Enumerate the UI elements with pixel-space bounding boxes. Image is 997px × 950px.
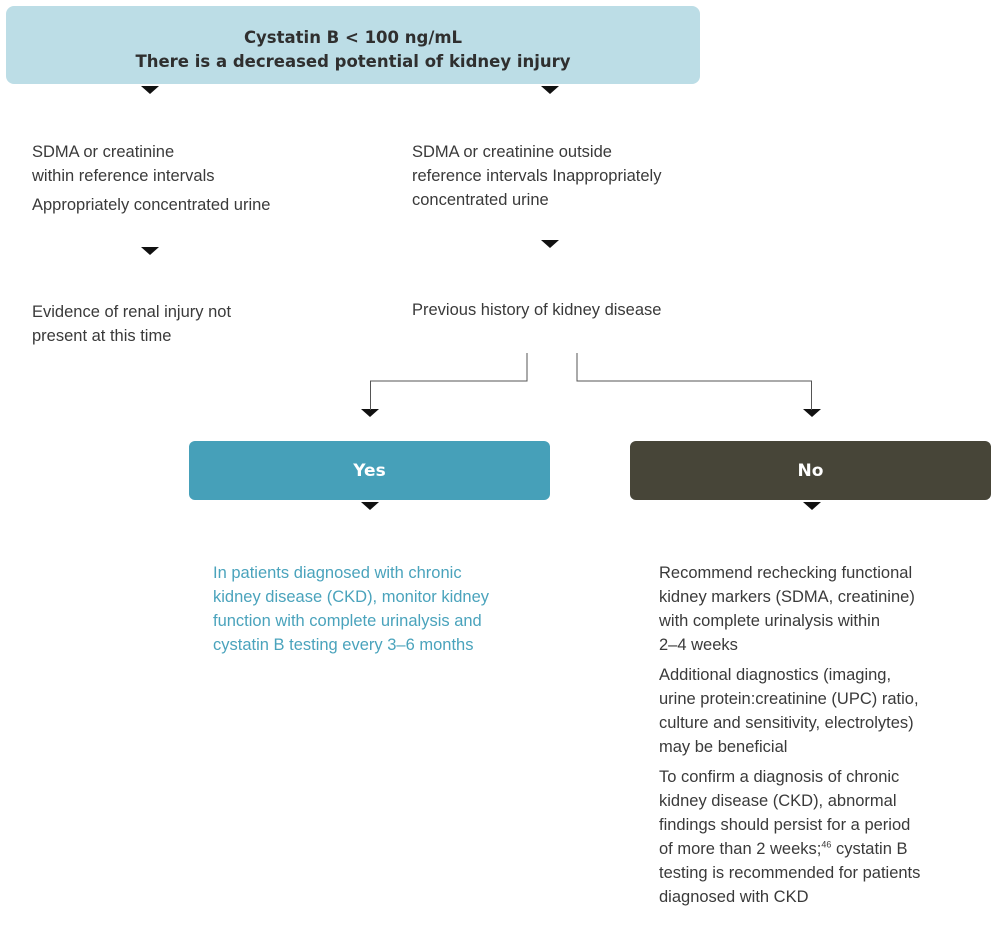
left-condition-line: Appropriately concentrated urine [32,196,271,214]
no-text-fragment: cystatin B [831,840,908,858]
no-text-line: kidney markers (SDMA, creatinine) [659,588,915,606]
no-paragraph-1: Recommend rechecking functional kidney m… [659,561,920,657]
right-condition: SDMA or creatinine outside reference int… [412,140,661,212]
no-text-line: urine protein:creatinine (UPC) ratio, [659,690,919,708]
header-line2: There is a decreased potential of kidney… [135,52,571,71]
yes-label: Yes [353,460,386,481]
left-condition-line: SDMA or creatinine [32,143,175,161]
yes-recommendation: In patients diagnosed with chronic kidne… [213,561,489,657]
arrow-down-icon [361,502,379,510]
no-paragraph-3: To confirm a diagnosis of chronic kidney… [659,765,920,909]
left-result-line: Evidence of renal injury not [32,303,232,321]
arrow-down-icon [141,247,159,255]
arrow-down-icon [361,409,379,417]
arrow-down-icon [803,409,821,417]
header-line1: Cystatin B < 100 ng/mL [243,28,463,47]
no-text-line: findings should persist for a period [659,816,911,834]
right-condition-line: concentrated urine [412,191,549,209]
yes-box: Yes [189,441,550,500]
no-paragraph-2: Additional diagnostics (imaging, urine p… [659,663,920,759]
no-box: No [630,441,991,500]
no-text-fragment: of more than 2 weeks; [659,840,822,858]
no-text-line: kidney disease (CKD), abnormal [659,792,897,810]
history-question: Previous history of kidney disease [412,301,662,319]
no-text-line: of more than 2 weeks;46 cystatin B [659,837,920,861]
arrow-down-icon [541,240,559,248]
connector-yes [370,353,528,410]
arrow-down-icon [141,86,159,94]
no-text-line: Recommend rechecking functional [659,564,913,582]
left-condition: SDMA or creatinine within reference inte… [32,140,270,217]
reference-superscript: 46 [821,839,832,850]
arrow-down-icon [803,502,821,510]
left-result: Evidence of renal injury not present at … [32,300,231,348]
arrow-down-icon [541,86,559,94]
left-condition-line: within reference intervals [32,167,215,185]
no-text-line: with complete urinalysis within [659,612,881,630]
left-result-line: present at this time [32,327,172,345]
right-condition-line: reference intervals Inappropriately [412,167,662,185]
no-text-line: To confirm a diagnosis of chronic [659,768,900,786]
no-text-line: may be beneficial [659,738,788,756]
right-condition-line: SDMA or creatinine outside [412,143,612,161]
yes-text-line: In patients diagnosed with chronic [213,564,462,582]
yes-text-line: kidney disease (CKD), monitor kidney [213,588,490,606]
no-text-line: testing is recommended for patients [659,864,921,882]
no-text-line: diagnosed with CKD [659,888,809,906]
yes-text-line: function with complete urinalysis and [213,612,482,630]
no-label: No [797,460,824,481]
no-text-line: 2–4 weeks [659,636,738,654]
no-recommendations: Recommend rechecking functional kidney m… [659,561,920,909]
no-text-line: culture and sensitivity, electrolytes) [659,714,914,732]
header-box: Cystatin B < 100 ng/mL There is a decrea… [6,6,700,84]
yes-text-line: cystatin B testing every 3–6 months [213,636,474,654]
connector-no [576,353,812,410]
no-text-line: Additional diagnostics (imaging, [659,666,892,684]
